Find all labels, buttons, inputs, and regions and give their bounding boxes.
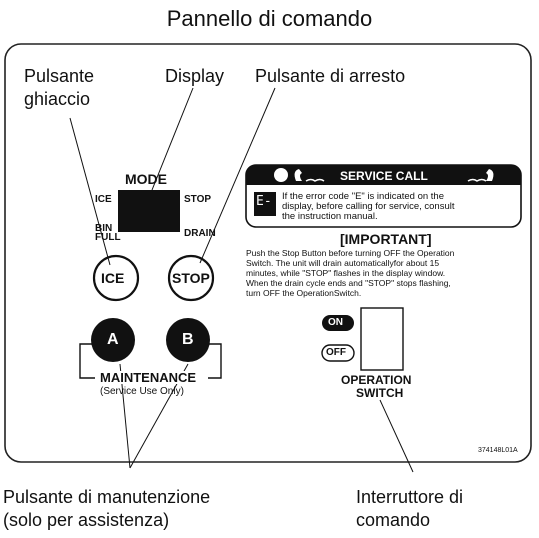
ice-button[interactable]: ICE (101, 270, 125, 286)
error-code-display (254, 192, 276, 216)
callout-display: Display (165, 66, 225, 86)
phone-left-icon (294, 169, 302, 181)
part-number: 374148L01A (478, 447, 518, 454)
error-code-glyph: E- (256, 194, 272, 209)
full-label: FULL (95, 232, 121, 243)
maintenance-a-button[interactable]: A (107, 331, 119, 348)
important-text-1: Push the Stop Button before turning OFF … (246, 248, 455, 258)
callout-switch-line2: comando (356, 510, 431, 530)
ice-button-shape (92, 254, 140, 302)
maintenance-label: MAINTENANCE (98, 370, 199, 385)
callout-ice-line2: ghiaccio (24, 89, 91, 109)
leader-switch (379, 399, 414, 473)
important-text-3: minutes, while "STOP" flashes in the dis… (246, 268, 446, 278)
service-call-title: SERVICE CALL (340, 169, 428, 183)
phone-right-icon (486, 169, 494, 181)
off-pill (321, 344, 355, 362)
page-title: Pannello di comando (166, 6, 373, 31)
important-text-5: turn OFF the OperationSwitch. (246, 288, 362, 298)
stop-button-shape (167, 254, 215, 302)
bin-label: BIN (95, 223, 113, 234)
service-use-only-label: (Service Use Only) (100, 386, 184, 397)
leader-stop (199, 87, 276, 264)
operation-switch-shape (360, 307, 404, 371)
service-call-text-3: the instruction manual. (282, 211, 378, 222)
leader-display (151, 87, 194, 191)
a-button-shape (91, 318, 135, 362)
b-button-shape (166, 318, 210, 362)
callout-maintenance-line1: Pulsante di manutenzione (3, 487, 211, 507)
ice-mode-label: ICE (95, 194, 112, 205)
error-icon (274, 168, 288, 182)
off-label: OFF (326, 347, 346, 358)
important-text-2: Switch. The unit will drain automaticall… (246, 258, 440, 268)
important-text-4: When the drain cycle ends and "STOP" sto… (246, 278, 451, 288)
stop-mode-label: STOP (184, 194, 212, 205)
callout-maintenance-line2: (solo per assistenza) (3, 510, 170, 530)
callout-stop: Pulsante di arresto (255, 66, 406, 86)
on-label: ON (328, 317, 343, 328)
mode-label: MODE (125, 171, 167, 187)
maintenance-bracket-right (208, 343, 222, 379)
service-call-text-1: If the error code "E" is indicated on th… (282, 191, 445, 202)
callout-switch-line1: Interruttore di (356, 487, 464, 507)
display-window (118, 190, 180, 232)
maintenance-bracket-left (79, 343, 95, 379)
callout-ice-line1: Pulsante (24, 66, 95, 86)
panel-outline (4, 43, 532, 463)
stop-button[interactable]: STOP (172, 270, 210, 286)
phone-right-wave (467, 178, 487, 182)
phone-left-wave (305, 178, 325, 182)
operation-switch-line2: SWITCH (356, 386, 404, 400)
service-call-text-2: display, before calling for service, con… (282, 201, 455, 212)
leader-ice (69, 117, 111, 266)
important-title: [IMPORTANT] (340, 231, 432, 247)
drain-label: DRAIN (184, 228, 216, 239)
operation-switch-line1: OPERATION (341, 373, 412, 387)
on-pill (322, 315, 354, 331)
maintenance-b-button[interactable]: B (182, 331, 194, 348)
